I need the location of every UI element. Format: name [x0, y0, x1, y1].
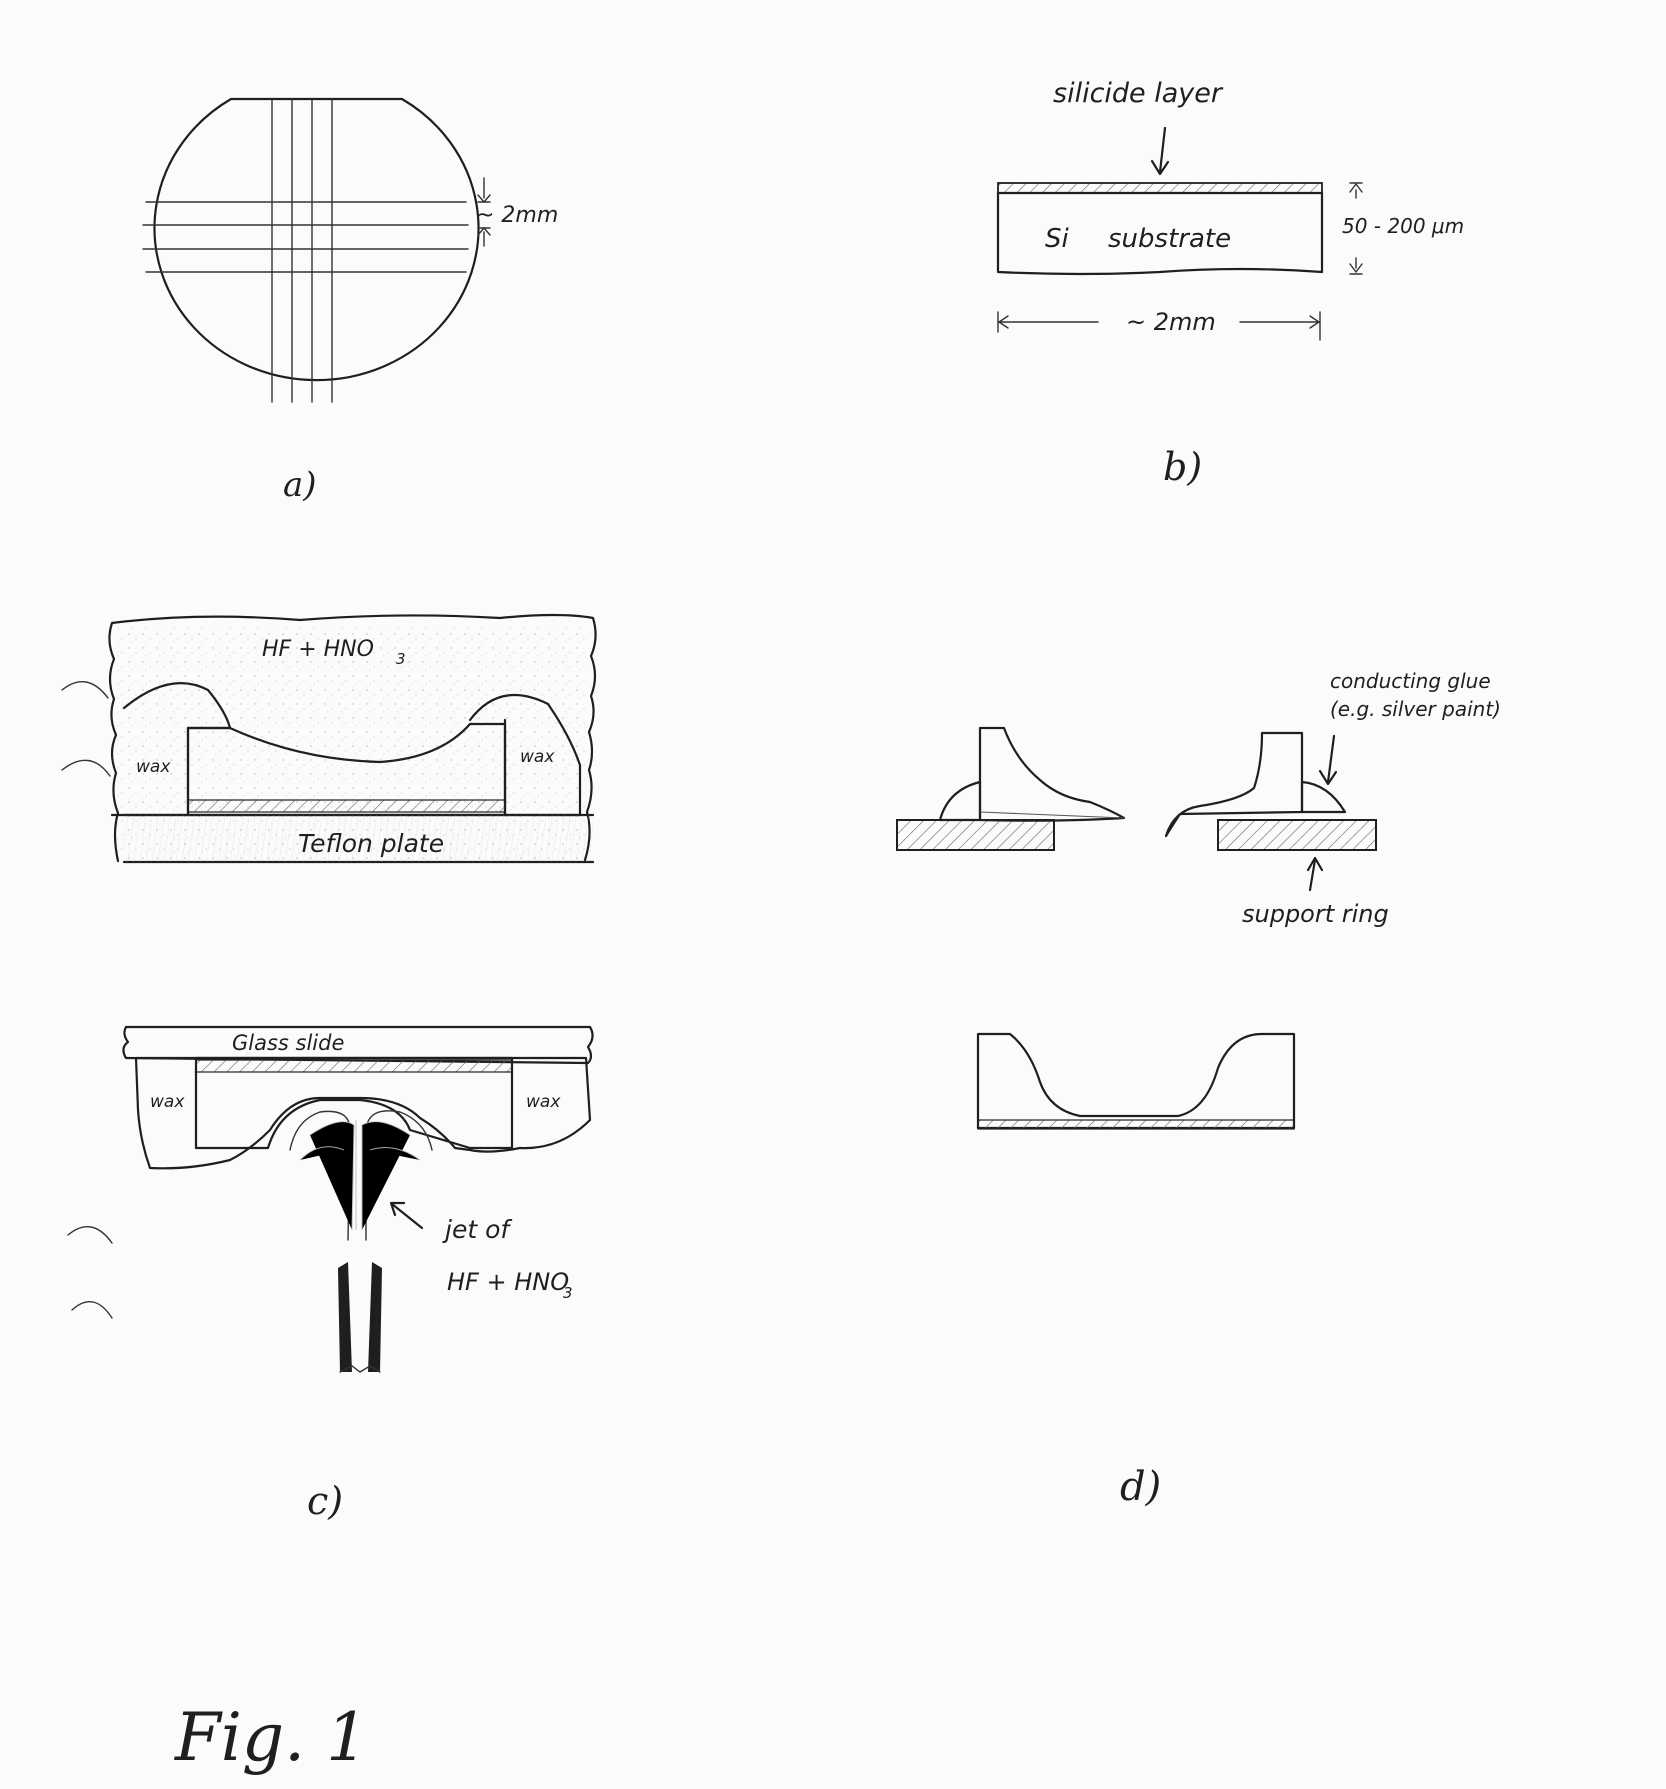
substrate-label: substrate	[1108, 224, 1231, 254]
dimension-marker	[477, 177, 491, 247]
panel-c-jet-diagram: Glass slide wax wax jet of HF + HNO 3	[122, 1025, 594, 1523]
sample-silicide-layer	[187, 799, 506, 813]
jet-wax-label-right: wax	[526, 1092, 561, 1112]
figure-title: Fig. 1	[174, 1699, 368, 1776]
silicide-arrow	[1158, 126, 1167, 174]
final-thinned-sample	[976, 1032, 1296, 1130]
jet-label-line1: jet of	[442, 1215, 512, 1244]
support-ring-label: support ring	[1242, 900, 1389, 928]
teflon-plate-label: Teflon plate	[298, 829, 444, 858]
panel-b-cross-section: silicide layer Si substrate 50 - 200 μm	[996, 78, 1464, 489]
silicide-layer-label: silicide layer	[1053, 78, 1224, 109]
thinned-sample	[186, 722, 507, 817]
support-arrow	[1308, 858, 1317, 892]
sample-half-left	[978, 726, 1126, 822]
glue-blob-left	[938, 780, 982, 822]
silicide-layer	[997, 182, 1323, 194]
wafer-outline	[153, 97, 480, 382]
final-silicide-layer	[977, 1119, 1295, 1130]
thickness-label: 50 - 200 μm	[1342, 214, 1464, 238]
etchant-subscript: 3	[396, 650, 406, 668]
width-label: ~ 2mm	[1126, 308, 1216, 336]
panel-d-label: d)	[1120, 1464, 1161, 1510]
substrate-prefix: Si	[1045, 224, 1070, 254]
jet-label-line2: HF + HNO	[447, 1268, 569, 1296]
panel-a-label: a)	[283, 465, 317, 505]
support-ring-left	[896, 819, 1055, 851]
glue-arrow	[1326, 734, 1336, 784]
wax-block	[134, 1056, 592, 1170]
sample-half-right	[1164, 731, 1304, 838]
wax-label-left: wax	[136, 757, 171, 777]
jet-wax-label-left: wax	[150, 1092, 185, 1112]
etchant-jet	[289, 1110, 433, 1241]
support-ring-right	[1217, 819, 1377, 851]
jet-label-subscript: 3	[563, 1284, 573, 1302]
panel-b-label: b)	[1163, 445, 1202, 489]
jet-nozzle	[338, 1262, 382, 1373]
glass-slide-label: Glass slide	[232, 1031, 344, 1055]
glue-blob-right	[1300, 780, 1347, 814]
si-substrate	[996, 191, 1324, 276]
panel-d-mounting-diagram: conducting glue (e.g. silver paint) supp…	[896, 669, 1501, 1510]
glue-label-line1: conducting glue	[1330, 669, 1491, 693]
glue-label-line2: (e.g. silver paint)	[1330, 697, 1501, 721]
glass-slide	[122, 1025, 594, 1065]
jet-arrow	[390, 1202, 424, 1230]
wax-mound-right	[468, 693, 582, 817]
width-marker	[997, 311, 1321, 341]
jet-sample	[194, 1056, 514, 1150]
wax-label-right: wax	[520, 747, 555, 767]
binder-hole-marks	[61, 681, 113, 1319]
panel-c-label: c)	[307, 1479, 343, 1523]
panel-a-wafer-diagram: ~ 2mm a)	[142, 97, 558, 505]
panel-c-immersion-diagram: HF + HNO 3 wax wax Teflon plate	[108, 613, 597, 864]
thickness-marker	[1349, 182, 1363, 275]
wafer-dimension-label: ~ 2mm	[476, 203, 558, 228]
etchant-label: HF + HNO	[262, 637, 374, 662]
teflon-plate	[124, 815, 593, 862]
